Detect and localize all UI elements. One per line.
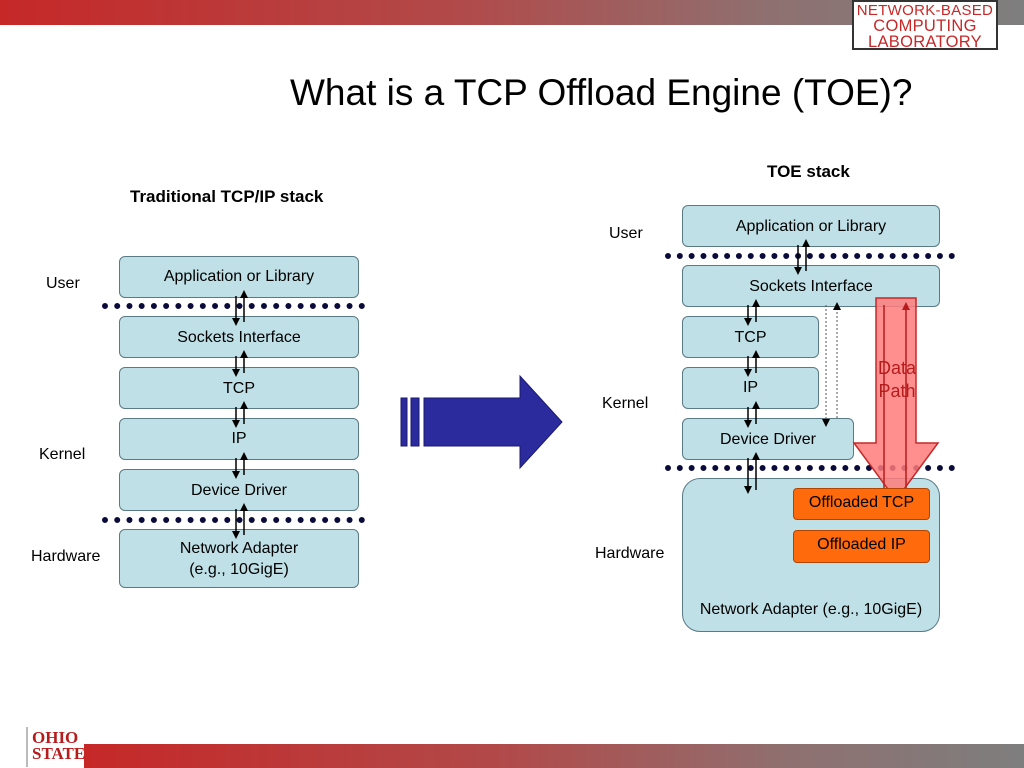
traditional-tcp-label: TCP (223, 380, 255, 397)
slide-title: What is a TCP Offload Engine (TOE)? (290, 72, 913, 113)
traditional-connectors (232, 290, 248, 539)
traditional-hardware-label: Hardware (31, 548, 101, 565)
lab-logo: NETWORK-BASED COMPUTING LABORATORY (852, 0, 998, 50)
bypass-down-arrowhead (822, 419, 830, 427)
data-path-line1: Data (877, 358, 917, 378)
lab-logo-line2: COMPUTING (873, 17, 977, 35)
traditional-user-kernel-boundary (102, 303, 365, 309)
data-path-line2: Path (878, 381, 916, 401)
traditional-app-box: Application or Library (119, 256, 359, 298)
toe-user-kernel-boundary (665, 253, 955, 259)
bypass-up-arrowhead (833, 302, 841, 310)
down-arrow-icon (852, 297, 940, 520)
traditional-kernel-hardware-boundary (102, 517, 365, 523)
data-path-label: Data Path (872, 357, 922, 403)
toe-app-box: Application or Library (682, 205, 940, 247)
osu-logo-line2: STATE (32, 744, 86, 763)
traditional-app-label: Application or Library (163, 268, 315, 285)
bottom-banner (84, 744, 1024, 768)
offloaded-ip-box: Offloaded IP (793, 530, 930, 563)
toe-ip-label: IP (742, 379, 759, 396)
toe-bypass-connectors (822, 302, 841, 427)
traditional-ip-label: IP (231, 430, 247, 447)
traditional-sockets-box: Sockets Interface (119, 316, 359, 358)
osu-logo: OHIO STATE (26, 727, 86, 767)
toe-driver-label: Device Driver (719, 431, 816, 448)
traditional-heading: Traditional TCP/IP stack (130, 187, 324, 206)
toe-driver-box: Device Driver (682, 418, 854, 460)
traditional-user-label: User (46, 275, 80, 292)
data-path-up-arrowhead (902, 302, 910, 310)
offloaded-tcp-box: Offloaded TCP (793, 488, 930, 520)
traditional-driver-label: Device Driver (190, 482, 287, 499)
traditional-adapter-line1: Network Adapter (179, 540, 299, 557)
lab-logo-line3: LABORATORY (868, 33, 982, 51)
toe-kernel-hardware-boundary (665, 465, 955, 471)
toe-sockets-label: Sockets Interface (749, 278, 873, 295)
toe-adapter-label: Network Adapter (e.g., 10GigE) (699, 601, 923, 618)
toe-heading: TOE stack (767, 162, 850, 181)
right-arrow-icon (400, 374, 563, 470)
toe-hardware-label: Hardware (595, 545, 665, 562)
toe-tcp-label: TCP (734, 329, 767, 346)
toe-app-label: Application or Library (735, 218, 887, 235)
offloaded-ip-label: Offloaded IP (817, 536, 906, 553)
offloaded-tcp-label: Offloaded TCP (808, 494, 915, 511)
traditional-adapter-line2: (e.g., 10GigE) (189, 561, 289, 578)
traditional-adapter-label: Network Adapter (e.g., 10GigE) (120, 530, 358, 580)
traditional-kernel-label: Kernel (39, 446, 86, 463)
toe-user-label: User (609, 225, 643, 242)
lab-logo-line1: NETWORK-BASED (856, 2, 994, 19)
traditional-sockets-label: Sockets Interface (177, 329, 301, 346)
toe-kernel-label: Kernel (602, 395, 649, 412)
toe-connectors (744, 239, 810, 494)
osu-logo-line1: OHIO (32, 728, 79, 747)
